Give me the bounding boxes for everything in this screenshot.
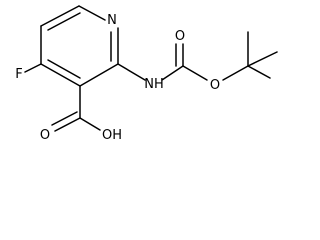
atom-label-o-ester: O [210,78,220,93]
pyridine-ring [40,5,119,87]
ring-bond-c3-c4-inner [47,59,81,79]
ring-bond-c6-n [78,5,106,21]
bond-cooh-o-2 [51,111,78,126]
bond-tbu-me3 [247,51,278,67]
ring-bond-c3-c4 [40,63,81,87]
molecule-structure: N F NH O O O OH [15,5,278,143]
bond-nh-carbonyl [161,65,184,81]
atom-label-n-ring: N [107,13,117,28]
atom-label-o-acid: O [40,128,50,143]
atom-label-nh: NH [144,77,164,92]
bond-cooh-oh [79,117,101,131]
atom-label-oh: OH [102,128,122,143]
bond-c4-f [24,63,42,73]
atom-label-o-carbonyl: O [175,29,185,44]
ring-bond-c5-c6 [40,5,80,27]
bond-tbu-me2 [247,65,271,79]
bond-cooh-o-1 [54,117,81,132]
atom-label-f: F [15,67,22,82]
bond-carbonyl-oester [182,65,208,81]
bond-c2-nh [117,63,146,81]
bond-oester-cq [222,65,249,81]
ring-bond-c5-c6-inner [47,12,81,31]
ring-bond-c2-c3 [79,63,119,87]
